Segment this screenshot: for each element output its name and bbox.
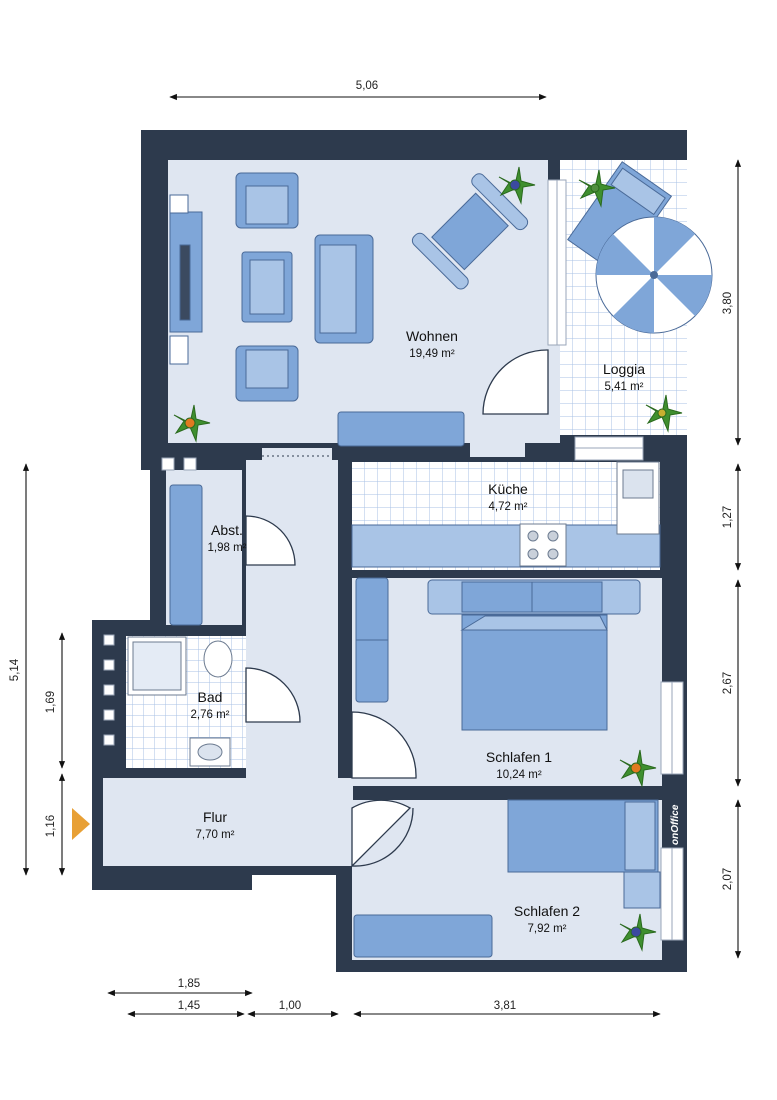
parasol: [595, 216, 713, 334]
room-area-wohnen: 19,49 m²: [409, 348, 455, 360]
room-area-flur: 7,70 m²: [196, 829, 235, 841]
room-name-schlafen1: Schlafen 1: [486, 749, 552, 765]
room-name-flur: Flur: [203, 809, 227, 825]
dim-bottom-3: 3,81: [494, 1000, 516, 1012]
room-name-kueche: Küche: [488, 481, 528, 497]
room-area-abst: 1,98 m²: [208, 542, 247, 554]
dim-bottom-upper: 1,85: [178, 978, 200, 990]
windows: [103, 179, 684, 941]
dim-left-flur: 1,16: [45, 815, 57, 837]
room-area-schlafen1: 10,24 m²: [496, 769, 542, 781]
dim-bottom-1: 1,45: [178, 1000, 200, 1012]
dim-bottom-2: 1,00: [279, 1000, 301, 1012]
furniture: [127, 161, 673, 958]
room-name-abst: Abst.: [211, 522, 243, 538]
opening-wohnen-kueche: [470, 443, 525, 457]
room-area-schlafen2: 7,92 m²: [528, 923, 567, 935]
room-name-schlafen2: Schlafen 2: [514, 903, 580, 919]
dim-right-schlafen2: 2,07: [722, 868, 734, 890]
doors: [245, 349, 549, 868]
dimension-labels: 5,06 3,80 1,27 2,67 2,07 5,14 1,69 1,16 …: [9, 80, 734, 1012]
dim-left-bad: 1,69: [45, 691, 57, 713]
room-labels: Wohnen 19,49 m² Loggia 5,41 m² Küche 4,7…: [191, 328, 646, 935]
dim-left-total: 5,14: [9, 658, 21, 681]
dim-top: 5,06: [356, 80, 378, 92]
room-name-loggia: Loggia: [603, 361, 645, 377]
room-area-kueche: 4,72 m²: [489, 501, 528, 513]
room-name-bad: Bad: [198, 689, 223, 705]
plants: [173, 166, 683, 952]
room-area-bad: 2,76 m²: [191, 709, 230, 721]
dim-right-schlafen1: 2,67: [722, 672, 734, 694]
svg-text:onOffice: onOffice: [670, 804, 681, 845]
onoffice-logo: onOffice: [670, 804, 681, 845]
room-name-wohnen: Wohnen: [406, 328, 458, 344]
dim-right-kueche: 1,27: [722, 506, 734, 528]
dimension-lines: [22, 93, 742, 1018]
dim-right-loggia: 3,80: [722, 292, 734, 314]
room-area-loggia: 5,41 m²: [605, 381, 644, 393]
entrance-arrow-icon: [72, 808, 90, 840]
